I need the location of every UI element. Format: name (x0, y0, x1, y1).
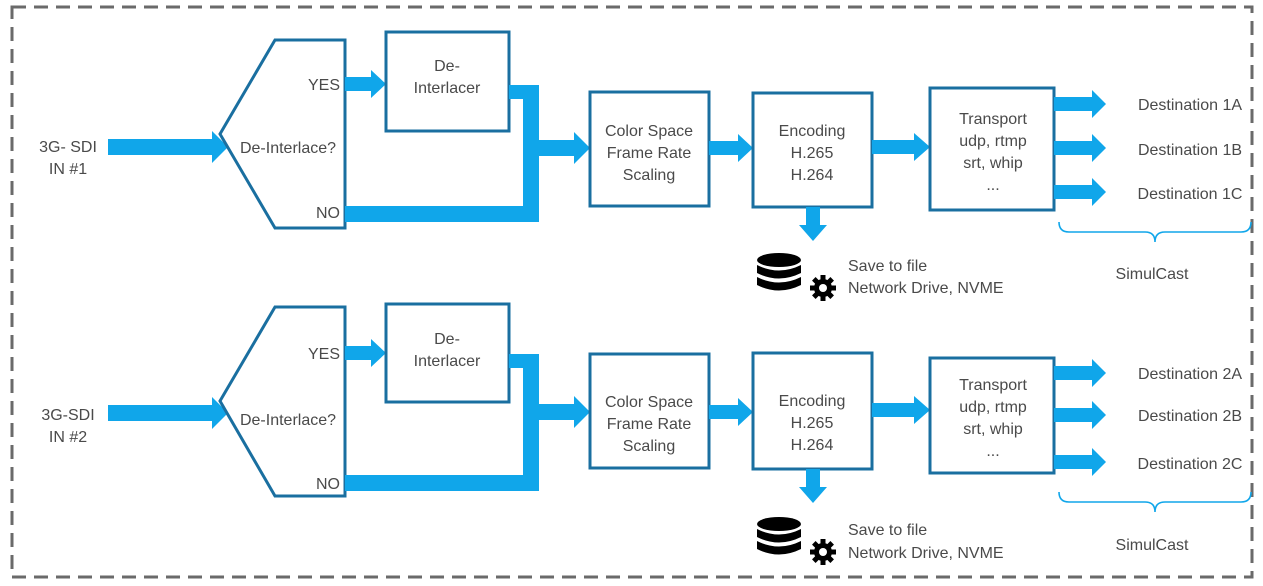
destination-a: Destination 1A (1138, 97, 1242, 114)
pipeline-2: 3G-SDI IN #2 De-Interlace? YES NO De- In… (41, 302, 1252, 565)
destination-arrow-b (1054, 134, 1106, 162)
yes-label: YES (308, 346, 340, 363)
deinterlacer-box (384, 302, 511, 404)
decision-label: De-Interlace? (240, 140, 336, 157)
processing-line2: Frame Rate (607, 145, 692, 162)
processing-to-encoding-arrow (709, 398, 753, 426)
deinterlacer-label-line1: De- (434, 331, 460, 348)
yes-label: YES (308, 77, 340, 94)
processing-line2: Frame Rate (607, 416, 692, 433)
merge-connector (345, 85, 590, 222)
deinterlacer-label-line1: De- (434, 58, 460, 75)
save-arrow (799, 469, 827, 503)
processing-line1: Color Space (605, 123, 693, 140)
destination-c: Destination 2C (1138, 456, 1243, 473)
transport-line2: udp, rtmp (959, 133, 1027, 150)
encoding-line1: Encoding (779, 123, 846, 140)
transport-line1: Transport (959, 111, 1027, 128)
destination-b: Destination 1B (1138, 142, 1242, 159)
encoding-box (751, 91, 874, 209)
transport-line4: ... (986, 443, 999, 460)
encoding-line1: Encoding (779, 393, 846, 410)
simulcast-label: SimulCast (1116, 266, 1189, 283)
dashed-frame (10, 5, 1254, 579)
decision-shape (218, 38, 347, 230)
destination-arrow-a (1054, 90, 1106, 118)
input-label-line2: IN #1 (49, 161, 87, 178)
simulcast-brace (1058, 491, 1252, 513)
pipeline-1: 3G- SDI IN #1 De-Interlace? YES NO De- I… (39, 30, 1252, 301)
processing-box (588, 90, 711, 208)
input-arrow (108, 397, 228, 429)
transport-line1: Transport (959, 377, 1027, 394)
simulcast-label: SimulCast (1116, 537, 1189, 554)
save-label-line2: Network Drive, NVME (848, 280, 1004, 297)
database-gear-icon (757, 517, 836, 565)
deinterlacer-box (384, 30, 511, 133)
transport-line3: srt, whip (963, 421, 1023, 438)
destination-a: Destination 2A (1138, 366, 1242, 383)
transport-line2: udp, rtmp (959, 399, 1027, 416)
encoding-line2: H.265 (791, 415, 834, 432)
transport-line4: ... (986, 177, 999, 194)
save-label-line1: Save to file (848, 522, 927, 539)
encoding-to-transport-arrow (872, 396, 930, 424)
destination-arrow-a (1054, 359, 1106, 387)
processing-to-encoding-arrow (709, 134, 753, 162)
processing-line3: Scaling (623, 167, 675, 184)
yes-arrow (345, 70, 386, 98)
deinterlacer-label-line2: Interlacer (414, 353, 481, 370)
database-gear-icon (757, 253, 836, 301)
destination-arrow-c (1054, 448, 1106, 476)
encoding-line3: H.264 (791, 167, 834, 184)
deinterlacer-label-line2: Interlacer (414, 80, 481, 97)
no-label: NO (316, 476, 340, 493)
transport-box (928, 356, 1056, 475)
processing-line1: Color Space (605, 394, 693, 411)
encoding-line2: H.265 (791, 145, 834, 162)
yes-arrow (345, 339, 386, 367)
save-arrow (799, 207, 827, 241)
input-label-line2: IN #2 (49, 429, 87, 446)
decision-label: De-Interlace? (240, 412, 336, 429)
processing-line3: Scaling (623, 438, 675, 455)
save-label-line2: Network Drive, NVME (848, 545, 1004, 562)
decision-shape (218, 305, 347, 498)
save-label-line1: Save to file (848, 258, 927, 275)
destination-b: Destination 2B (1138, 408, 1242, 425)
destination-c: Destination 1C (1138, 186, 1243, 203)
input-arrow (108, 131, 228, 163)
simulcast-brace (1058, 221, 1252, 243)
no-label: NO (316, 205, 340, 222)
transport-line3: srt, whip (963, 155, 1023, 172)
destination-arrow-b (1054, 401, 1106, 429)
merge-connector (345, 354, 590, 491)
destination-arrow-c (1054, 178, 1106, 206)
processing-box (588, 352, 711, 470)
input-label-line1: 3G-SDI (41, 407, 94, 424)
encoding-line3: H.264 (791, 437, 834, 454)
encoding-to-transport-arrow (872, 133, 930, 161)
input-label-line1: 3G- SDI (39, 139, 97, 156)
